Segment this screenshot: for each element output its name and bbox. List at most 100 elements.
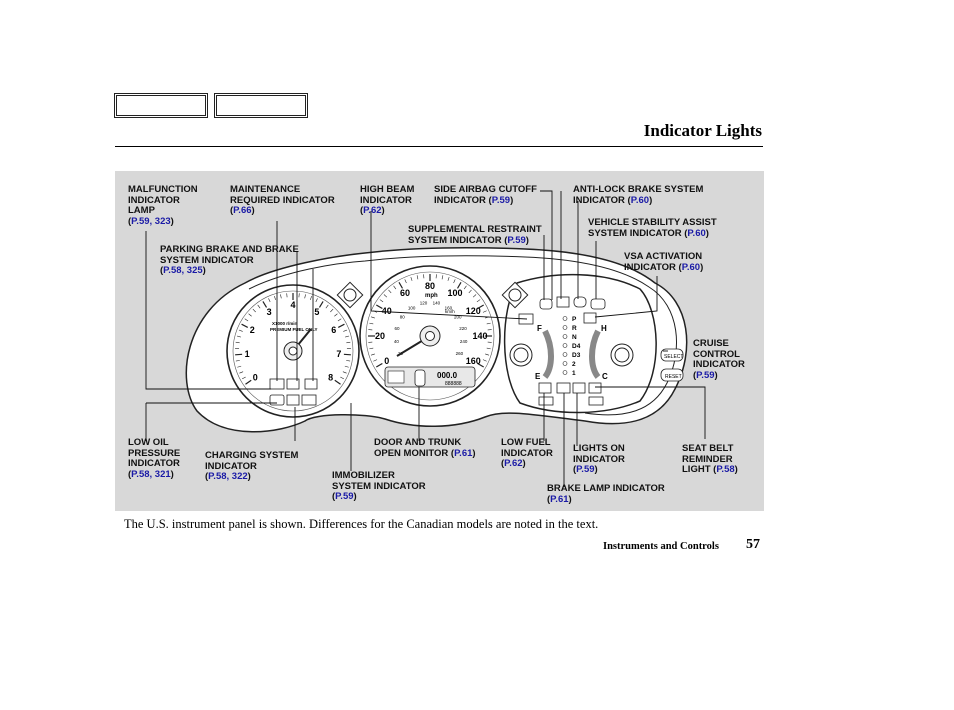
abs-icon	[573, 296, 587, 308]
speedometer-tick	[388, 289, 392, 294]
tachometer-tick	[304, 294, 306, 299]
tachometer-tick	[244, 318, 249, 322]
speedometer-tick	[482, 359, 487, 362]
tachometer-tick	[318, 301, 324, 308]
speedometer-tick	[376, 304, 383, 310]
maintenance-icon	[286, 378, 300, 390]
speedometer-number: 120	[466, 306, 481, 316]
speedometer-number: 40	[382, 306, 392, 316]
tachometer-ticks	[235, 293, 351, 385]
tachometer-tick	[343, 329, 348, 332]
speedometer-tick	[486, 322, 491, 325]
speedometer-number: 20	[375, 331, 385, 341]
cruise-select-label: SELECT	[664, 354, 683, 360]
srs-icon	[539, 298, 553, 310]
speedometer-kmh-number: 160	[445, 305, 453, 310]
gear-label: D4	[572, 343, 581, 350]
charging-icon	[286, 394, 300, 406]
speedometer-kmh-number: 100	[408, 305, 416, 310]
tachometer-number: 2	[250, 325, 255, 335]
speedometer-tick	[376, 362, 383, 368]
low-oil-icon	[269, 394, 285, 406]
page-title: Indicator Lights	[643, 121, 762, 140]
nav-box-next[interactable]	[214, 93, 308, 118]
page-number: 57	[746, 537, 760, 552]
immobilizer-icon	[301, 394, 317, 406]
tachometer-number: 3	[267, 307, 272, 317]
tachometer-number: 0	[253, 373, 258, 383]
tachometer-tick	[280, 294, 282, 299]
tachometer-tick	[315, 298, 318, 303]
tachometer-tick	[241, 323, 249, 328]
speedometer-tick	[379, 299, 384, 303]
tachometer-tick	[238, 329, 243, 332]
tachometer-number: 6	[331, 325, 336, 335]
cruise-reset-label: RESET	[665, 374, 682, 380]
speedometer-tick	[416, 275, 419, 280]
right-arrow-knob	[501, 281, 529, 309]
tach-caption: X1000 r/min	[272, 321, 298, 326]
tachometer-tick	[239, 371, 244, 374]
speedometer-tick	[393, 285, 397, 290]
speedometer-tick	[410, 276, 413, 281]
door-trunk-monitor-icon	[414, 369, 426, 387]
gear-dot	[562, 334, 568, 339]
gear-label: N	[572, 334, 577, 341]
cruise-reset-button	[660, 368, 684, 382]
gear-dot	[562, 352, 568, 357]
cruise-main-icon	[387, 370, 405, 384]
tachometer-tick	[342, 371, 347, 374]
tachometer-tick	[334, 313, 338, 317]
figure-caption: The U.S. instrument panel is shown. Diff…	[124, 517, 599, 531]
speedometer-kmh-number: 220	[459, 326, 467, 331]
tachometer-tick	[330, 308, 334, 313]
speedometer-kmh-number: 260	[456, 351, 464, 356]
speedometer-tick	[369, 322, 374, 325]
tachometer-number: 4	[290, 300, 295, 310]
speedometer-kmh-number: 140	[433, 301, 441, 306]
speedometer-kmh-number: 60	[394, 326, 400, 331]
tachometer-tick	[257, 304, 261, 309]
tachometer-tick	[248, 313, 252, 317]
temp-cold-letter: C	[602, 372, 608, 381]
speedometer-number: 80	[425, 281, 435, 291]
lights-on-icon	[572, 382, 586, 394]
tachometer-tick	[337, 323, 345, 328]
speedometer-kmh-number: 120	[420, 301, 428, 306]
gear-dot	[562, 370, 568, 375]
left-arrow-knob	[336, 281, 364, 309]
tachometer-number: 5	[314, 307, 319, 317]
vsa-activation-icon	[583, 312, 597, 324]
speedometer-tick	[463, 285, 467, 290]
speedometer-tick	[441, 275, 444, 280]
tachometer-tick	[346, 360, 351, 362]
nav-box-previous[interactable]	[114, 93, 208, 118]
speedometer-number: 160	[466, 356, 481, 366]
label-brake-lamp: BRAKE LAMP INDICATOR(P.61)	[547, 483, 665, 505]
tachometer-tick	[274, 295, 276, 300]
mph-label: mph	[425, 293, 438, 299]
speedometer-number: 140	[472, 331, 487, 341]
gear-label: P	[572, 316, 577, 323]
tachometer-tick	[235, 341, 240, 344]
tachometer-tick	[262, 301, 268, 308]
tachometer-tick	[242, 376, 246, 380]
side-airbag-cutoff-icon	[556, 296, 570, 308]
tachometer-tick	[346, 341, 351, 344]
tachometer-tick	[268, 298, 271, 303]
speedometer-kmh-number: 40	[394, 339, 400, 344]
speedometer-tick	[456, 282, 462, 289]
tachometer-number: 8	[328, 373, 333, 383]
tachometer-tick	[235, 360, 240, 362]
odometer-value: 000.0	[437, 371, 458, 380]
